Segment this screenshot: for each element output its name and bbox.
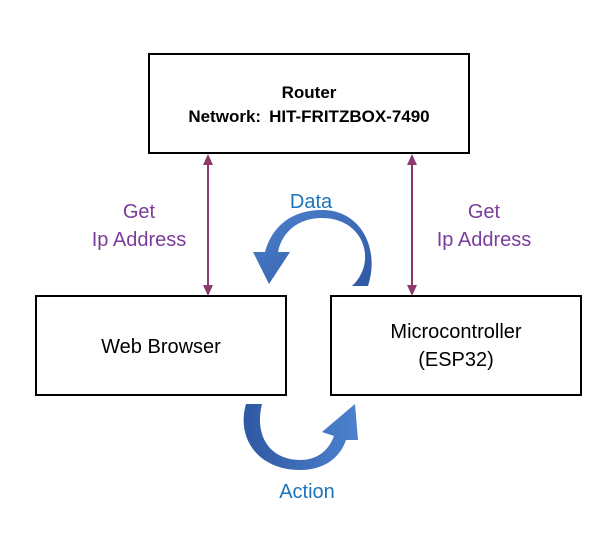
web-browser-box [35, 295, 287, 396]
router-box [148, 53, 470, 154]
left-connector-arrow-down [203, 285, 213, 296]
left-link-line1: Get [123, 201, 156, 223]
left-connector-arrow-up [203, 154, 213, 165]
action-flow: Action [243, 404, 358, 503]
right-connector [407, 154, 417, 296]
curved-arrow-right-icon [243, 404, 358, 470]
action-flow-label: Action [279, 481, 335, 503]
left-link-label: Get Ip Address [92, 201, 187, 251]
microcontroller-box [330, 295, 582, 396]
router-network-line: Network: HIT-FRITZBOX-7490 [188, 107, 429, 126]
data-flow-label: Data [290, 191, 333, 213]
data-flow: Data [253, 191, 372, 286]
network-name: HIT-FRITZBOX-7490 [269, 107, 430, 126]
right-connector-arrow-up [407, 154, 417, 165]
microcontroller-node: Microcontroller (ESP32) [330, 295, 582, 396]
microcontroller-label: Microcontroller [390, 321, 521, 343]
web-browser-label: Web Browser [101, 336, 221, 358]
right-connector-arrow-down [407, 285, 417, 296]
router-node: Router Network: HIT-FRITZBOX-7490 [148, 53, 470, 154]
web-browser-node: Web Browser [35, 295, 287, 396]
right-link-label: Get Ip Address [437, 201, 532, 251]
microcontroller-model: (ESP32) [418, 349, 494, 371]
router-title: Router [282, 83, 337, 102]
right-link-line2: Ip Address [437, 229, 532, 251]
left-connector [203, 154, 213, 296]
left-link-line2: Ip Address [92, 229, 187, 251]
network-label: Network: [188, 107, 261, 126]
right-link-line1: Get [468, 201, 501, 223]
curved-arrow-left-icon [253, 210, 372, 286]
